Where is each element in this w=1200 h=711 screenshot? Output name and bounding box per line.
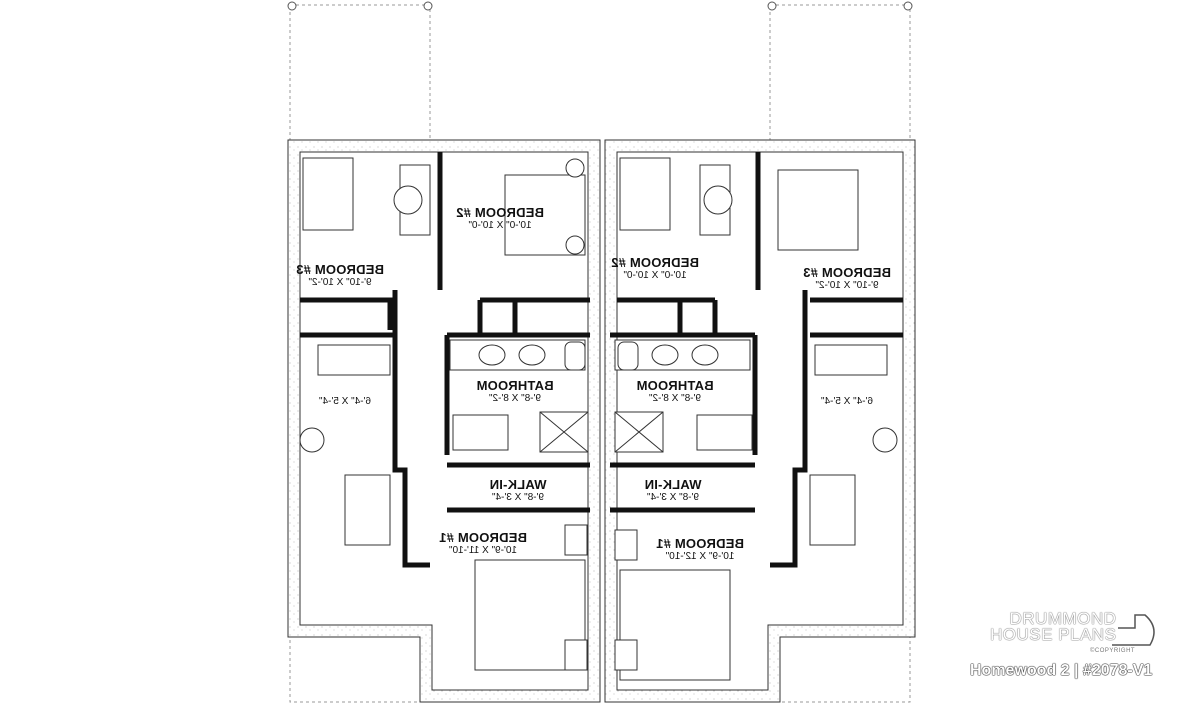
room-dims: 10'-0" X 10'-0" xyxy=(468,220,532,231)
room-dims: 10'-9" X 12'-10" xyxy=(665,551,735,562)
room-name: BEDROOM #2 xyxy=(456,205,544,220)
room-dims: 9'-10" X 10'-2" xyxy=(308,277,372,288)
room-label-closet-right: 6'-4" X 5'-4" xyxy=(821,396,873,407)
logo-line-2: HOUSE PLANS xyxy=(990,625,1117,644)
brand-logo: DRUMMOND HOUSE PLANS xyxy=(990,609,1117,644)
logo-line-1: DRUMMOND xyxy=(1009,609,1117,628)
porch-posts xyxy=(287,1,913,11)
room-dims: 9'-10" X 10'-2" xyxy=(815,280,879,291)
room-dims: 9'-8" X 3'-4" xyxy=(646,492,700,503)
room-name: BEDROOM #2 xyxy=(611,255,699,270)
room-name: BEDROOM #3 xyxy=(803,265,891,280)
room-dims: 9'-8" X 8'-2" xyxy=(648,393,702,404)
room-name: BEDROOM #1 xyxy=(439,530,527,545)
room-name: BEDROOM #1 xyxy=(656,536,744,551)
room-dims: 10'-9" X 11'-10" xyxy=(449,545,517,556)
fixtures xyxy=(299,157,898,681)
copyright-text: ©COPYRIGHT xyxy=(1090,648,1136,654)
room-name: WALK-IN xyxy=(489,477,547,492)
interior-walls xyxy=(300,152,903,568)
room-dims: 10'-0" X 10'-0" xyxy=(623,270,687,281)
room-label-closet-left: 6'-4" X 5'-4" xyxy=(319,396,371,407)
room-dims: 6'-4" X 5'-4" xyxy=(318,396,372,407)
room-dims: 6'-4" X 5'-4" xyxy=(820,396,874,407)
room-name: BEDROOM #3 xyxy=(296,262,384,277)
exterior-walls xyxy=(287,139,916,703)
room-name: WALK-IN xyxy=(644,477,702,492)
room-dims: 9'-8" X 3'-4" xyxy=(491,492,545,503)
plan-caption: Homewood 2 | #2078-V1 xyxy=(970,662,1153,679)
room-dims: 9'-8" X 8'-2" xyxy=(488,393,542,404)
room-name: BATHROOM xyxy=(636,378,714,393)
room-name: BATHROOM xyxy=(476,378,554,393)
